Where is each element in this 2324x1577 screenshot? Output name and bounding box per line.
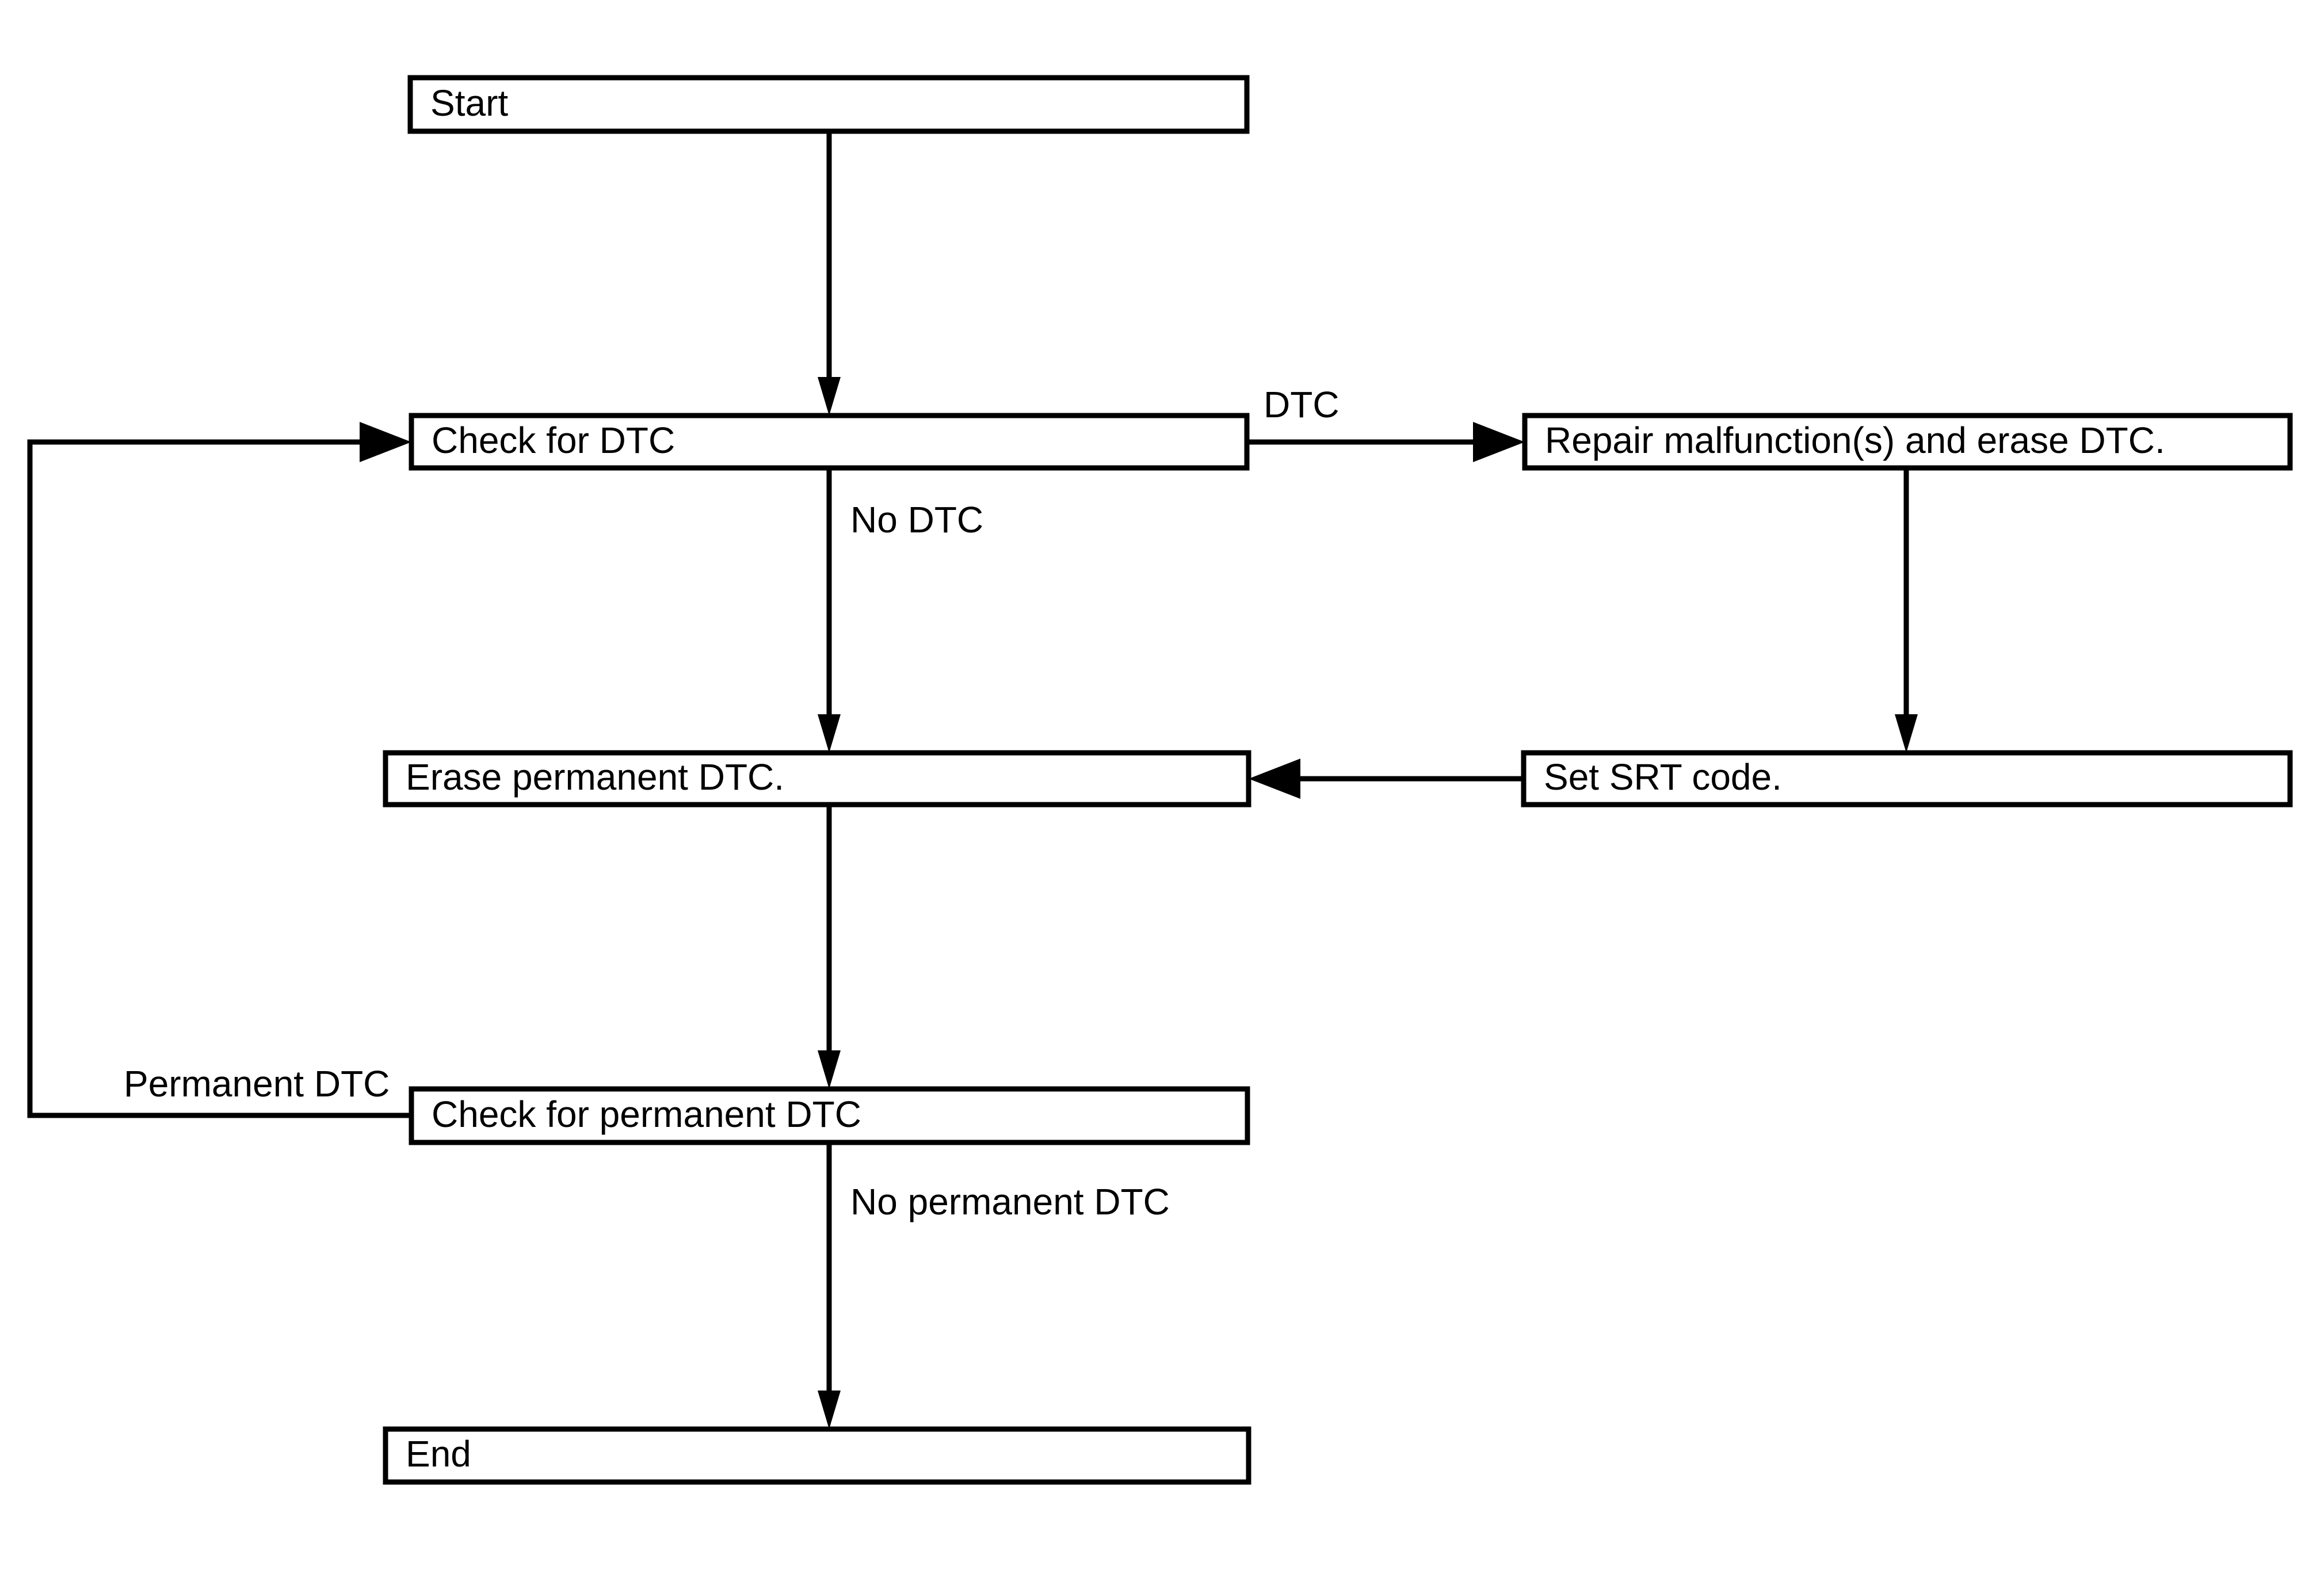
node-start-label: Start xyxy=(430,82,508,124)
node-check-for-dtc[interactable]: Check for DTC xyxy=(409,413,1250,471)
edge-label-dtc: DTC xyxy=(1264,384,1340,425)
edge-label-no-dtc: No DTC xyxy=(850,499,983,540)
node-check-for-dtc-label: Check for DTC xyxy=(432,420,675,461)
node-repair-malfunctions[interactable]: Repair malfunction(s) and erase DTC. xyxy=(1522,413,2293,471)
node-start[interactable]: Start xyxy=(407,75,1250,134)
node-set-srt-code-label: Set SRT code. xyxy=(1544,756,1782,798)
node-set-srt-code-box[interactable] xyxy=(1521,750,2293,807)
node-check-for-permanent-dtc-label: Check for permanent DTC xyxy=(432,1094,861,1135)
node-end[interactable]: End xyxy=(383,1426,1251,1485)
node-check-for-permanent-dtc[interactable]: Check for permanent DTC xyxy=(409,1086,1250,1145)
edge-check-permanent-to-check-for-dtc-loop xyxy=(27,422,411,1118)
edge-check-for-dtc-to-erase-permanent xyxy=(818,468,841,753)
edge-check-permanent-to-end xyxy=(818,1142,841,1429)
edge-repair-to-set-srt xyxy=(1895,468,1918,753)
node-check-for-permanent-dtc-box[interactable] xyxy=(409,1086,1250,1145)
node-repair-malfunctions-box[interactable] xyxy=(1522,413,2293,471)
node-set-srt-code[interactable]: Set SRT code. xyxy=(1521,750,2293,807)
edge-erase-permanent-to-check-permanent xyxy=(818,805,841,1089)
node-erase-permanent-dtc[interactable]: Erase permanent DTC. xyxy=(383,750,1251,807)
node-check-for-dtc-box[interactable] xyxy=(409,413,1250,471)
node-start-box[interactable] xyxy=(407,75,1250,134)
node-end-label: End xyxy=(406,1433,471,1475)
edge-label-permanent-dtc: Permanent DTC xyxy=(124,1063,390,1104)
node-repair-malfunctions-label: Repair malfunction(s) and erase DTC. xyxy=(1545,420,2165,461)
node-erase-permanent-dtc-box[interactable] xyxy=(383,750,1251,807)
edge-start-to-check-for-dtc xyxy=(818,131,841,416)
edge-set-srt-to-erase-permanent xyxy=(1249,759,1524,799)
edge-label-no-permanent-dtc: No permanent DTC xyxy=(850,1181,1170,1222)
edge-check-for-dtc-to-repair xyxy=(1247,422,1525,462)
node-end-box[interactable] xyxy=(383,1426,1251,1485)
node-erase-permanent-dtc-label: Erase permanent DTC. xyxy=(406,756,784,798)
